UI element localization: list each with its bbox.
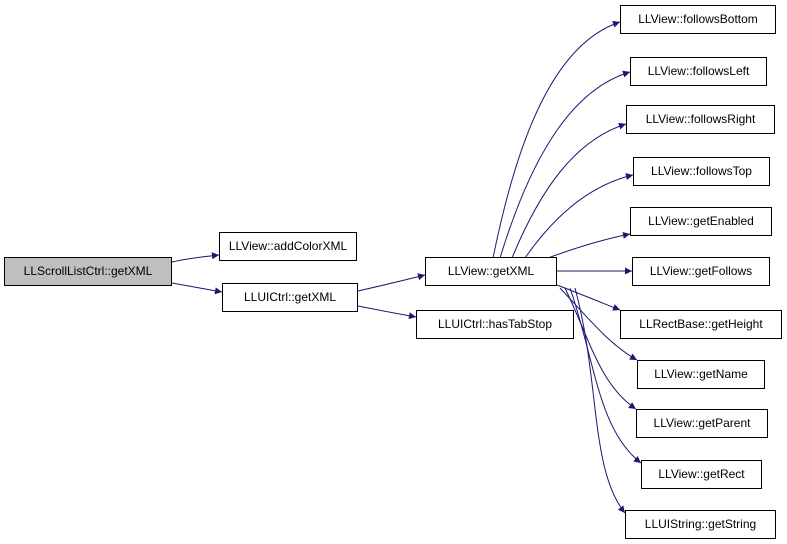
node-follows-top[interactable]: LLView::followsTop [633,157,770,186]
edge-get-parent [564,287,637,410]
node-get-name[interactable]: LLView::getName [637,360,765,389]
edge-root-uictrl-get-xml [171,282,223,295]
node-get-string[interactable]: LLUIString::getString [625,510,776,539]
node-view-get-xml[interactable]: LLView::getXML [425,257,557,286]
edge-follows-bottom [492,20,621,259]
node-get-parent[interactable]: LLView::getParent [636,409,768,438]
node-get-follows[interactable]: LLView::getFollows [632,257,770,286]
edge-root-add-color-xml [171,252,220,263]
node-get-rect[interactable]: LLView::getRect [641,460,762,489]
edge-get-height [556,284,621,311]
node-uictrl-get-xml[interactable]: LLUICtrl::getXML [222,283,358,312]
node-follows-bottom[interactable]: LLView::followsBottom [620,5,776,34]
edge-get-rect [569,287,642,464]
edge-follows-left [499,70,631,259]
edge-get-enabled [547,231,631,259]
node-has-tab-stop[interactable]: LLUICtrl::hasTabStop [416,310,574,339]
edge-get-string [574,287,626,514]
node-follows-left[interactable]: LLView::followsLeft [630,57,767,86]
edge-uictrl-has-tab-stop [357,305,417,320]
edge-follows-top [524,173,634,259]
edge-follows-right [511,122,627,259]
node-root[interactable]: LLScrollListCtrl::getXML [4,257,172,286]
node-add-color-xml[interactable]: LLView::addColorXML [219,232,357,261]
node-get-height[interactable]: LLRectBase::getHeight [620,310,782,339]
node-get-enabled[interactable]: LLView::getEnabled [630,207,772,236]
edge-uictrl-view-get-xml [357,273,426,292]
node-follows-right[interactable]: LLView::followsRight [626,105,775,134]
